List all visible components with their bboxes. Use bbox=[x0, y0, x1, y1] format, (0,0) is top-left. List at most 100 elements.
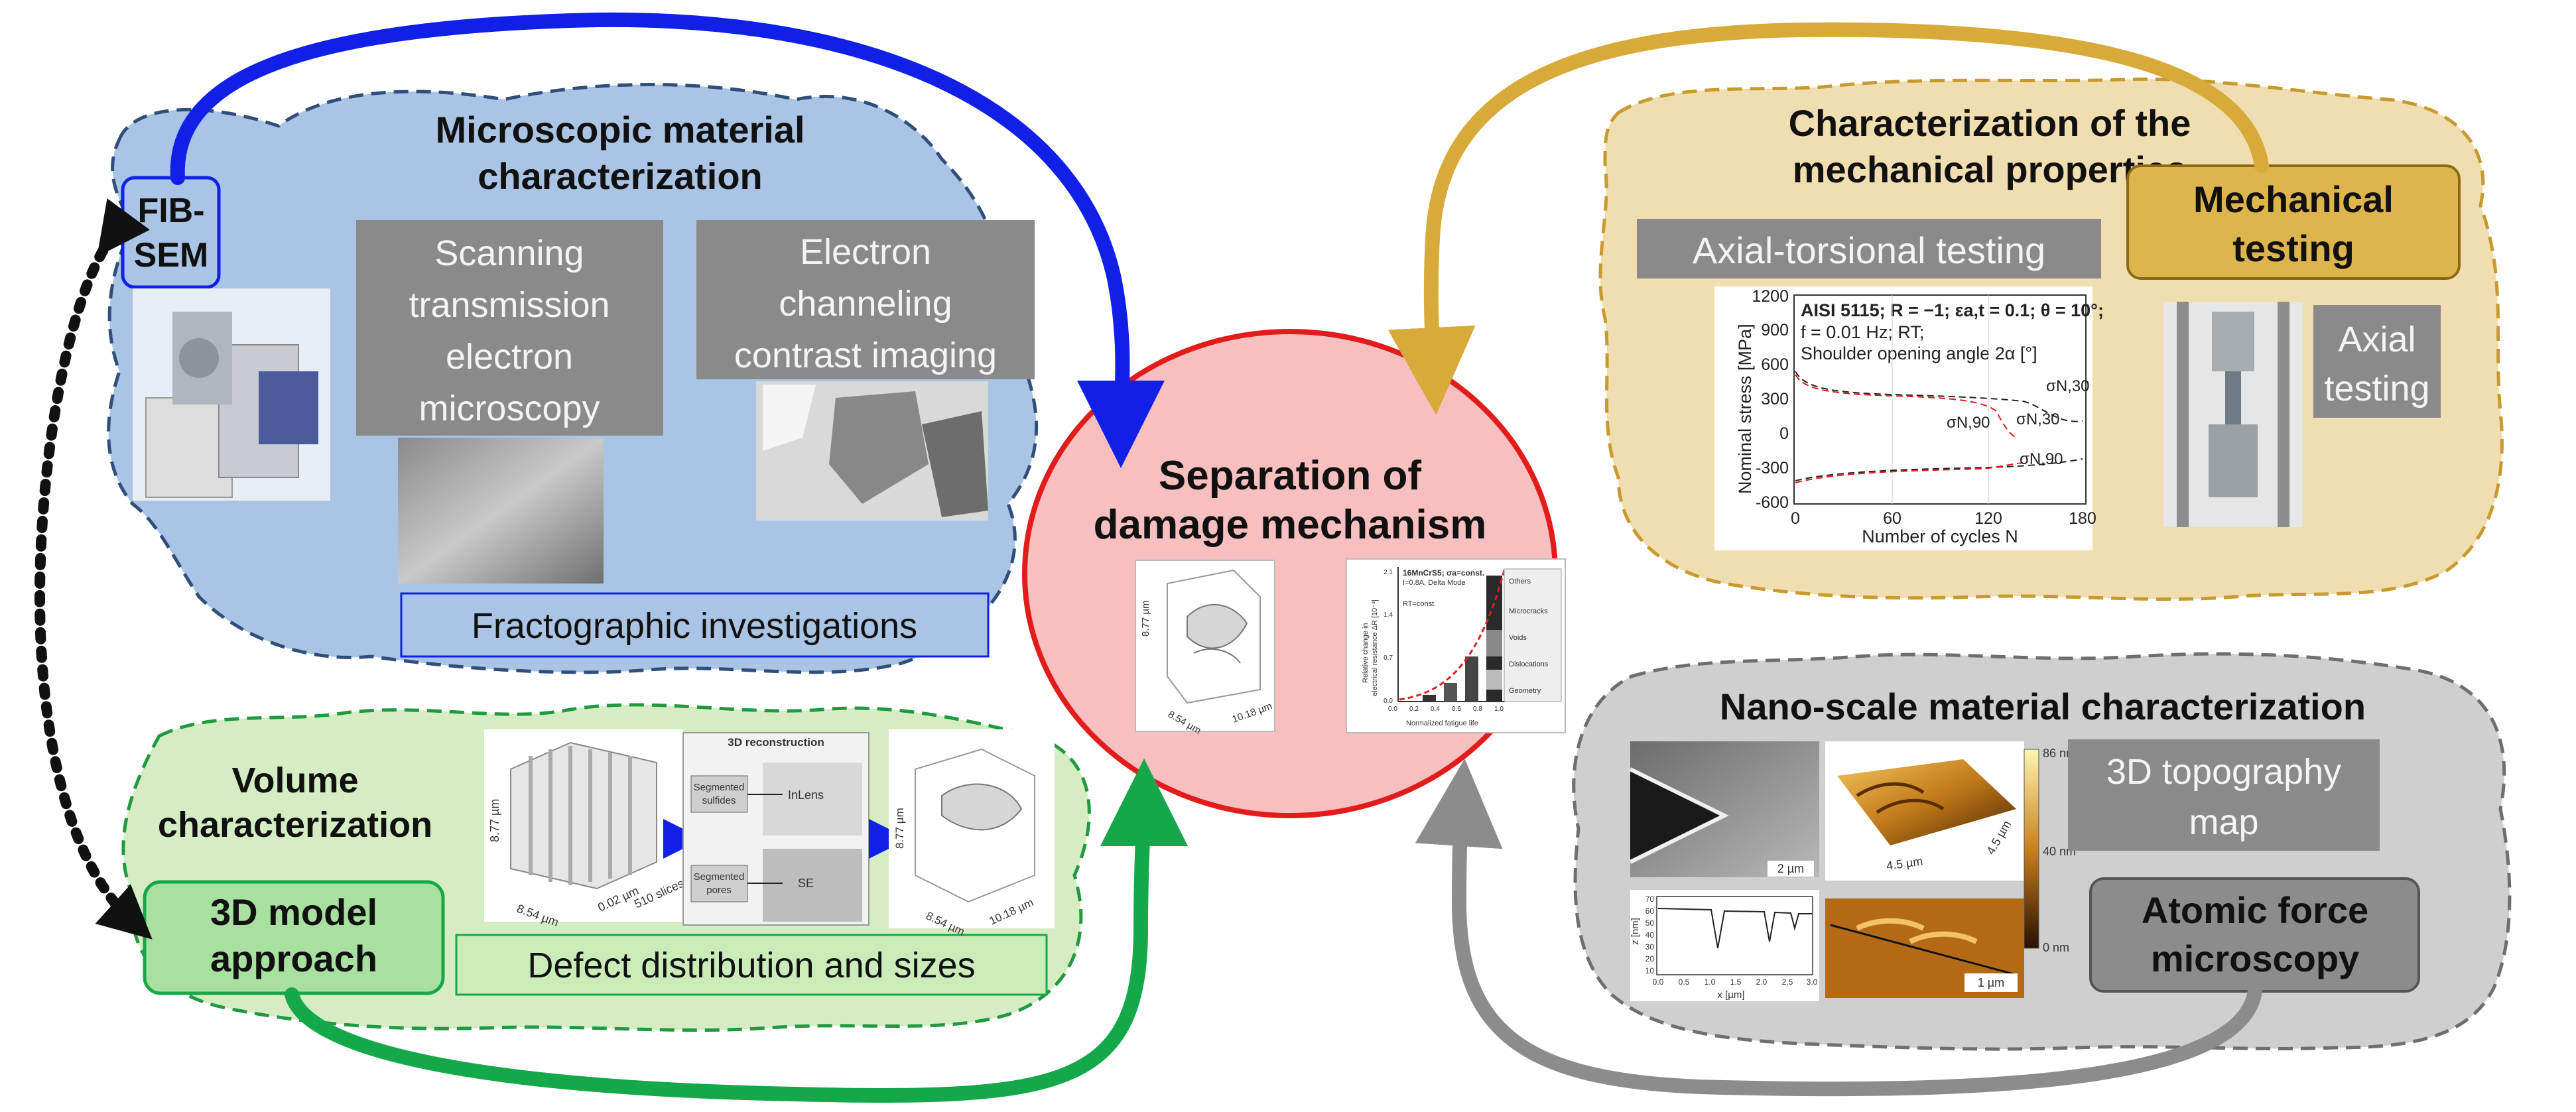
profile-xlabel: x [µm] bbox=[1717, 989, 1744, 1001]
model-line1: 3D model bbox=[210, 891, 377, 933]
stack-label-1: 8.77 µm bbox=[488, 799, 501, 842]
afm-3d-map: 4.5 µm 4.5 µm bbox=[1825, 741, 2024, 881]
center-volume-image: 8.77 µm 8.54 µm 10.18 µm bbox=[1135, 560, 1275, 737]
dotted-double-arrow bbox=[34, 198, 153, 940]
fib-sem-line1: FIB- bbox=[137, 192, 204, 230]
axial-torsional-box[interactable]: Axial-torsional testing bbox=[1637, 219, 2101, 278]
bar-legend-0: Others bbox=[1509, 578, 1531, 586]
afm-line1: Atomic force bbox=[2142, 889, 2368, 931]
height-profile-line bbox=[1657, 908, 1812, 949]
volume-title-line2: characterization bbox=[158, 805, 432, 845]
profile-ytick-0: 70 bbox=[1645, 895, 1655, 904]
profile-xtick-4: 2.0 bbox=[1756, 977, 1768, 987]
bar-chart-xtick-4: 0.8 bbox=[1473, 706, 1482, 713]
curve-lower-black bbox=[1795, 458, 2083, 481]
profile-ytick-1: 60 bbox=[1645, 906, 1655, 916]
mechanical-testing-box[interactable]: Mechanical testing bbox=[2126, 164, 2461, 280]
afm-box[interactable]: Atomic force microscopy bbox=[2089, 877, 2420, 993]
bar-chart-ytick-3: 2.1 bbox=[1384, 569, 1393, 576]
profile-ylabel: z [nm] bbox=[1630, 918, 1641, 945]
recon-title: 3D reconstruction bbox=[728, 736, 824, 749]
microscopic-title-line1: Microscopic material bbox=[435, 109, 805, 151]
gray-arrow bbox=[1415, 759, 2262, 1097]
profile-xtick-0: 0.0 bbox=[1653, 977, 1664, 987]
curve-upper-black bbox=[1795, 371, 2083, 422]
model-line2: approach bbox=[210, 938, 377, 979]
chart-ytick-2: 600 bbox=[1761, 355, 1789, 374]
bar-chart-xtick-3: 0.6 bbox=[1452, 706, 1461, 713]
afm-2d-map: 1 µm bbox=[1825, 898, 2024, 998]
bar-1 bbox=[1423, 695, 1436, 702]
axial-testing-box[interactable]: Axial testing bbox=[2313, 305, 2441, 418]
nano-title: Nano-scale material characterization bbox=[1720, 686, 2366, 727]
chart-xtick-3: 180 bbox=[2069, 509, 2096, 528]
bar-chart-xtick-5: 1.0 bbox=[1494, 706, 1504, 713]
profile-xtick-6: 3.0 bbox=[1807, 977, 1818, 987]
bar-chart-title: 16MnCrS5; σa=const. bbox=[1403, 568, 1484, 578]
scale-afm: 1 µm bbox=[1978, 976, 2004, 989]
bar-3 bbox=[1465, 656, 1478, 702]
model-approach-box[interactable]: 3D model approach bbox=[143, 880, 445, 995]
recon-box1-line1: Segmented bbox=[694, 782, 745, 793]
volume-result-image: 8.77 µm 8.54 µm 10.18 µm bbox=[889, 729, 1055, 938]
ecci-line1: Electron bbox=[800, 232, 931, 272]
chart-ytick-5: -300 bbox=[1756, 459, 1789, 477]
topo-line1: 3D topography bbox=[2106, 752, 2341, 792]
topo-line2: map bbox=[2189, 802, 2258, 842]
bar-2 bbox=[1444, 683, 1457, 702]
microscopic-title-line2: characterization bbox=[478, 155, 763, 197]
axial-line2: testing bbox=[2324, 369, 2429, 408]
stem-line1: Scanning bbox=[434, 233, 584, 273]
height-profile-plot: z [nm] x [µm] 0.0 0.5 1.0 1.5 2.0 2.5 3.… bbox=[1630, 890, 1819, 1001]
mechanical-title-line1: Characterization of the bbox=[1789, 102, 2191, 144]
profile-ytick-6: 10 bbox=[1645, 966, 1655, 975]
blue-arrow bbox=[170, 12, 1165, 468]
bar-chart-ylabel-2: electrical resistance ΔR [10⁻³] bbox=[1371, 599, 1379, 696]
chart-ytick-6: -600 bbox=[1756, 493, 1789, 512]
bar-chart-ylabel-1: Relative change in bbox=[1362, 623, 1370, 683]
bar-chart-ytick-1: 0.7 bbox=[1384, 654, 1393, 662]
volume-stack-image: 8.77 µm 8.54 µm 0.02 µm 510 slices bbox=[484, 729, 686, 929]
axial-torsional-label: Axial-torsional testing bbox=[1693, 229, 2045, 271]
defect-box[interactable]: Defect distribution and sizes bbox=[455, 934, 1048, 996]
bar-chart-trend bbox=[1399, 570, 1506, 701]
ecci-box[interactable]: Electron channeling contrast imaging bbox=[696, 220, 1035, 379]
afm-colorbar: 86 nm 40 nm 0 nm bbox=[2024, 747, 2076, 954]
chart-ytick-3: 300 bbox=[1761, 390, 1789, 408]
chart-info-line1: AISI 5115; R = −1; εa,t = 0.1; θ = 10°; bbox=[1801, 300, 2104, 320]
stress-chart: AISI 5115; R = −1; εa,t = 0.1; θ = 10°; … bbox=[1714, 286, 2104, 550]
result-label-1: 8.77 µm bbox=[893, 808, 906, 849]
center-volume-label-1: 8.77 µm bbox=[1140, 601, 1151, 637]
recon-box2-line2: pores bbox=[706, 885, 732, 896]
fib-sem-box[interactable]: FIB- SEM bbox=[121, 176, 221, 289]
bar-chart-xtick-1: 0.2 bbox=[1409, 706, 1419, 713]
ecci-line3: contrast imaging bbox=[734, 336, 997, 375]
profile-xtick-5: 2.5 bbox=[1782, 977, 1793, 987]
stem-micrograph bbox=[398, 438, 604, 584]
fib-sem-photo bbox=[133, 288, 330, 501]
defect-label: Defect distribution and sizes bbox=[527, 946, 975, 985]
recon-box2-line1: Segmented bbox=[694, 871, 745, 883]
scale-sem: 2 µm bbox=[1777, 862, 1804, 875]
mech-line1: Mechanical bbox=[2193, 178, 2394, 220]
recon-box2-tag: SE bbox=[798, 877, 814, 890]
bar-legend-4: Geometry bbox=[1509, 687, 1541, 695]
profile-xtick-2: 1.0 bbox=[1705, 977, 1716, 987]
curve-label-4: σN,90 bbox=[2020, 450, 2063, 468]
ecci-line2: channeling bbox=[779, 284, 952, 324]
recon-panel: 3D reconstruction Segmented sulfides InL… bbox=[682, 732, 869, 926]
stem-box[interactable]: Scanning transmission electron microscop… bbox=[356, 220, 663, 436]
chart-ytick-1: 900 bbox=[1761, 321, 1789, 340]
profile-xtick-1: 0.5 bbox=[1679, 977, 1690, 987]
fractographic-box[interactable]: Fractographic investigations bbox=[400, 592, 990, 658]
fib-sem-line2: SEM bbox=[134, 236, 209, 275]
axial-line1: Axial bbox=[2338, 320, 2415, 359]
chart-xlabel: Number of cycles N bbox=[1862, 526, 2018, 546]
chart-info-line3: Shoulder opening angle 2α [°] bbox=[1801, 343, 2037, 363]
curve-label-1: σN,30 bbox=[2046, 377, 2090, 395]
axial-testing-photo bbox=[2163, 302, 2303, 527]
topography-box[interactable]: 3D topography map bbox=[2068, 739, 2380, 851]
gold-arrow bbox=[1387, 22, 2269, 415]
center-bar-chart: 16MnCrS5; σa=const. I=0.8A, Delta Mode R… bbox=[1346, 558, 1566, 733]
